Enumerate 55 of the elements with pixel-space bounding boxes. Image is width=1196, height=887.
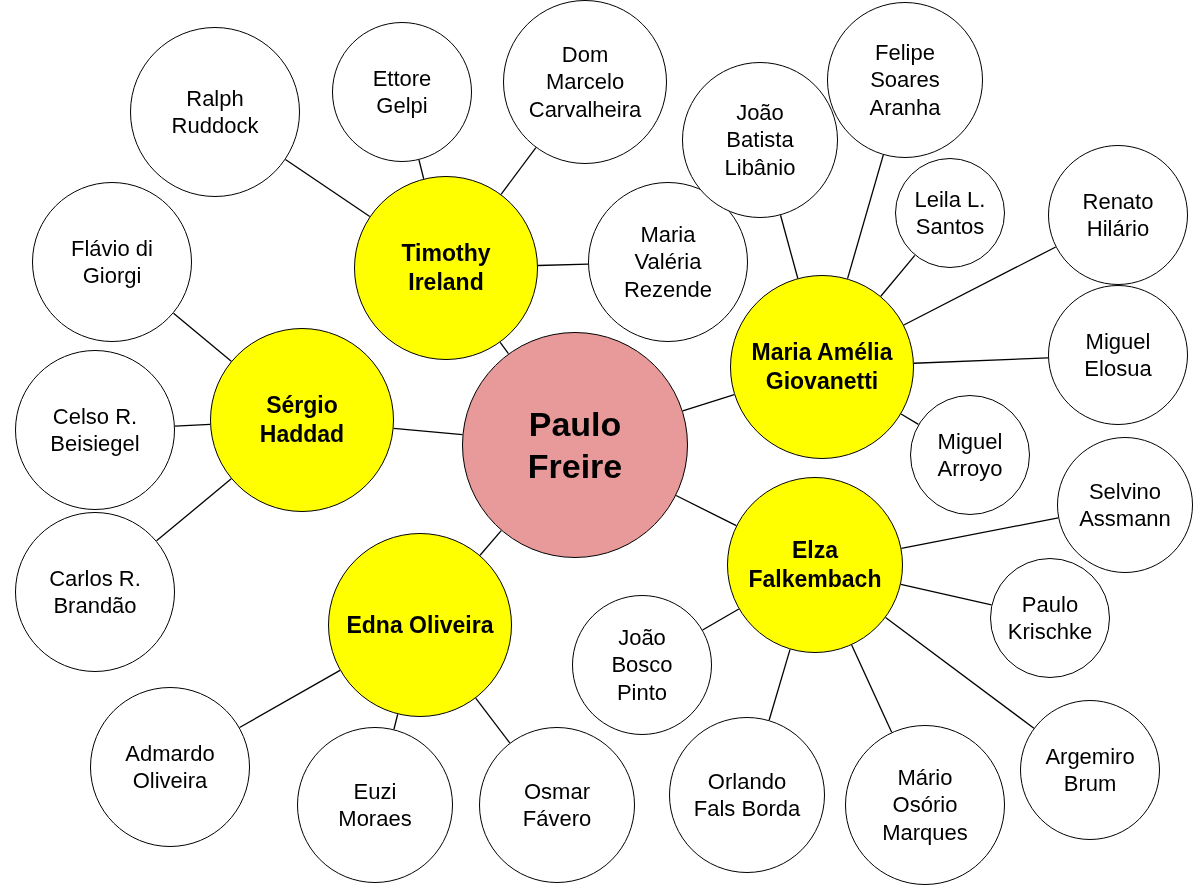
connector-line	[779, 214, 799, 279]
name-label: Mário Osório Marques	[881, 763, 969, 847]
connector-line	[903, 246, 1057, 326]
name-label: Maria Valéria Rezende	[622, 220, 714, 304]
name-label: Ralph Ruddock	[170, 84, 260, 140]
connector-line	[393, 713, 399, 730]
connector-line	[900, 517, 1059, 549]
name-label: Maria Amélia Giovanetti	[750, 338, 894, 396]
connector-line	[238, 669, 341, 729]
connector-line	[846, 154, 884, 280]
name-label: Renato Hilário	[1081, 187, 1155, 243]
connector-line	[768, 648, 791, 721]
connector-line	[479, 530, 502, 556]
connector-line	[682, 394, 735, 412]
name-label: Dom Marcelo Carvalheira	[527, 40, 643, 124]
name-label: Leila L. Santos	[913, 185, 987, 241]
name-label: João Batista Libânio	[723, 98, 797, 182]
name-label: Orlando Fals Borda	[692, 767, 802, 823]
connector-line	[884, 616, 1035, 729]
name-label: Sérgio Haddad	[258, 391, 346, 449]
name-label: Celso R. Beisiegel	[49, 402, 141, 458]
connector-line	[475, 697, 511, 744]
name-label: Timothy Ireland	[400, 239, 492, 297]
name-label: Felipe Soares Aranha	[868, 38, 942, 122]
connector-line	[880, 254, 916, 297]
name-label: Admardo Oliveira	[124, 739, 216, 795]
connector-line	[155, 478, 232, 542]
connector-line	[851, 644, 893, 733]
connector-line	[500, 147, 537, 195]
connector-line	[284, 158, 371, 218]
connector-line	[675, 494, 737, 527]
connector-line	[392, 427, 464, 436]
name-label: Edna Oliveira	[346, 610, 494, 640]
name-label: Flávio di Giorgi	[70, 234, 154, 290]
connector-line	[172, 312, 232, 362]
name-label: João Bosco Pinto	[610, 623, 674, 707]
connector-line	[701, 608, 740, 631]
name-label: Euzi Moraes	[337, 777, 413, 833]
name-label: Osmar Fávero	[521, 777, 593, 833]
connector-line	[900, 583, 993, 606]
connector-line	[900, 413, 920, 425]
connector-line	[174, 423, 211, 427]
connector-line	[418, 159, 425, 180]
name-label: Selvino Assmann	[1078, 477, 1172, 533]
name-label: Ettore Gelpi	[371, 64, 433, 120]
connector-line	[537, 263, 589, 267]
name-label: Paulo Freire	[526, 403, 624, 487]
connector-line	[913, 357, 1049, 364]
name-label: Miguel Elosua	[1083, 327, 1153, 383]
name-label: Argemiro Brum	[1044, 742, 1136, 798]
name-label: Elza Falkembach	[747, 536, 883, 594]
name-label: Miguel Arroyo	[936, 427, 1004, 483]
name-label: Paulo Krischke	[1006, 590, 1094, 646]
connector-line	[499, 341, 510, 355]
name-label: Carlos R. Brandão	[48, 564, 142, 620]
